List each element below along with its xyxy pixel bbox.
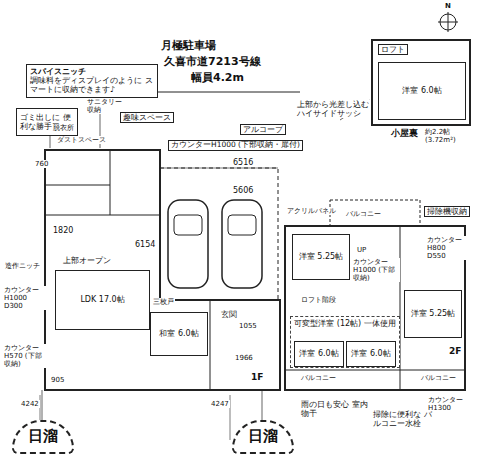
plan-note: 造作ニッチ bbox=[4, 262, 41, 270]
plan-note: 掃除機収納 bbox=[424, 206, 470, 217]
plan-note: 幅員4.2m bbox=[190, 72, 245, 85]
dimension-label: 5606 bbox=[232, 186, 254, 195]
room-box: 洋室 5.25帖 bbox=[404, 290, 462, 338]
plan-note: カウンター H1000 (下部収納) bbox=[352, 258, 400, 282]
plan-note: 上部オープン bbox=[62, 256, 112, 265]
dimension-label: 1055 bbox=[238, 322, 258, 330]
plan-note: N bbox=[444, 2, 452, 10]
plan-note: バルコニー bbox=[420, 374, 457, 382]
room-box: 洋室 6.0帖 bbox=[378, 62, 466, 120]
plan-note: ロフト bbox=[378, 44, 408, 55]
plan-note: 趣味スペース bbox=[120, 112, 174, 123]
room-box: 洋室 6.0帖 bbox=[294, 341, 344, 367]
room-box: 和室 6.0帖 bbox=[150, 312, 208, 356]
plan-note: 雨の日も安心 室内物干 bbox=[300, 400, 372, 418]
dimension-label: 1820 bbox=[52, 226, 74, 235]
plan-note: 脱衣所 bbox=[52, 124, 75, 132]
room-name: 和室 6.0帖 bbox=[159, 329, 198, 338]
dimension-label: 4242 bbox=[20, 400, 40, 408]
room-box: 可変型洋室 (12帖) 一体使用洋室 6.0帖 洋室 6.0帖 bbox=[290, 316, 400, 368]
room-name: 洋室 6.0帖 bbox=[351, 349, 390, 358]
plan-note: 1F bbox=[250, 372, 264, 382]
plan-note: 久喜市道7213号線 bbox=[163, 56, 262, 69]
dimension-label: 6516 bbox=[232, 158, 254, 167]
room-name: 日溜 bbox=[248, 428, 278, 445]
dimension-label: 6154 bbox=[134, 240, 156, 249]
plan-note: 月極駐車場 bbox=[160, 40, 217, 53]
room-name: 調味料をディスプレイのように スマートに収納できます♪ bbox=[30, 76, 154, 94]
plan-note: 上部から光差し込む ハイサイドサッシ bbox=[296, 100, 370, 118]
plan-note: 掃除に便利な バルコニー水栓 bbox=[372, 410, 440, 428]
room-name: 可変型洋室 (12帖) 一体使用 bbox=[294, 319, 396, 328]
plan-note: 玄関 bbox=[220, 310, 238, 319]
dimension-label: 905 bbox=[50, 376, 65, 384]
room-name: 洋室 5.25帖 bbox=[299, 252, 343, 261]
plan-note: UP bbox=[356, 246, 367, 254]
callout-box: スパイスニッチ調味料をディスプレイのように スマートに収納できます♪ bbox=[26, 64, 158, 98]
dimension-label: 760 bbox=[34, 160, 49, 168]
plan-note: アルコーブ bbox=[240, 124, 286, 135]
room-name: 洋室 6.0帖 bbox=[402, 86, 441, 95]
plan-note: バルコニー bbox=[345, 210, 382, 218]
plan-note: カウンター H1000 D300 bbox=[3, 286, 47, 310]
room-box: 洋室 5.25帖 bbox=[292, 234, 350, 280]
plan-note: カウンター H800 D550 bbox=[426, 236, 466, 260]
callout-heading: スパイスニッチ bbox=[30, 67, 86, 76]
room-name: LDK 17.0帖 bbox=[80, 295, 124, 304]
dimension-label: 1966 bbox=[234, 354, 254, 362]
dimension-label: 4247 bbox=[210, 400, 230, 408]
plan-note: 2F bbox=[448, 346, 462, 356]
room-name: 洋室 5.25帖 bbox=[411, 309, 455, 318]
plan-note: 小屋裏 bbox=[390, 128, 419, 138]
plan-note: ロフト階段 bbox=[300, 296, 337, 304]
plan-note: ダストスペース bbox=[56, 136, 107, 144]
plan-note: カウンター H570 (下部収納) bbox=[3, 344, 47, 368]
sunspot-area: 日溜 bbox=[12, 420, 74, 454]
plan-note: バルコニー bbox=[300, 374, 337, 382]
sunspot-area: 日溜 bbox=[232, 420, 294, 454]
plan-note: アクリルパネル bbox=[286, 207, 337, 215]
room-box: LDK 17.0帖 bbox=[55, 270, 150, 330]
plan-note: 約2.2帖 (3.72m²) bbox=[424, 128, 474, 144]
room-name: 日溜 bbox=[28, 428, 58, 445]
room-name: 洋室 6.0帖 bbox=[299, 349, 338, 358]
room-box: 洋室 6.0帖 bbox=[346, 341, 396, 367]
plan-note: カウンターH1000 (下部収納・扉付) bbox=[168, 140, 303, 151]
plan-note: 三枚戸 bbox=[152, 298, 175, 306]
